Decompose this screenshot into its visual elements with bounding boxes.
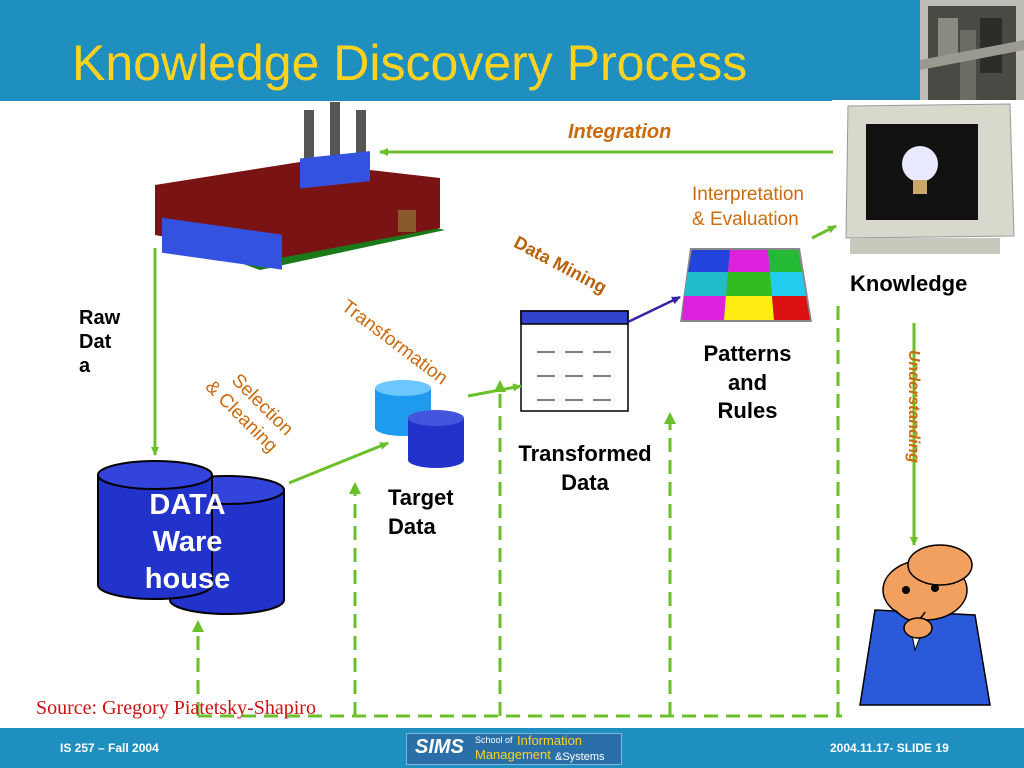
knowledge-label: Knowledge <box>850 271 968 296</box>
puzzle-patterns-icon <box>680 248 812 322</box>
header-bar <box>0 0 1024 101</box>
transformed-data-label: Transformed Data <box>518 441 652 495</box>
integration-label: Integration <box>568 121 672 143</box>
logo-systems-text: &Systems <box>555 751 605 763</box>
building-photo <box>920 0 1024 101</box>
logo-school-text: School of <box>475 735 513 745</box>
logo-information-text: Information <box>517 733 583 748</box>
knowledge-monitor-icon <box>832 100 1024 258</box>
understanding-label: Understanding <box>905 350 922 463</box>
data-warehouse-icon <box>97 460 285 615</box>
course-label: IS 257 – Fall 2004 <box>60 741 159 755</box>
source-credit: Source: Gregory Piatetsky-Shapiro <box>36 697 316 719</box>
logo-sims-text: SIMS <box>415 736 464 758</box>
thinking-person-icon <box>859 544 991 706</box>
raw-data-label: Raw Dat a <box>79 307 121 377</box>
interpretation-arrow <box>811 224 837 240</box>
target-data-label: Target Data <box>388 485 454 539</box>
interpretation-label: Interpretation & Evaluation <box>692 184 804 230</box>
logo-management-text: Management <box>475 747 551 762</box>
selection-arrow <box>288 441 389 485</box>
slide-number: 2004.11.17- SLIDE 19 <box>830 741 949 755</box>
patterns-rules-label: Patterns and Rules <box>703 341 792 424</box>
warehouse-label: DATA Ware house <box>144 489 231 596</box>
slide-title: Knowledge Discovery Process <box>72 35 748 91</box>
transformed-data-icon <box>520 310 629 412</box>
target-data-icon <box>375 380 464 468</box>
sims-logo: SIMS School of Information Management &S… <box>406 733 622 765</box>
factory-icon <box>155 102 445 270</box>
data-mining-arrow <box>627 295 681 324</box>
